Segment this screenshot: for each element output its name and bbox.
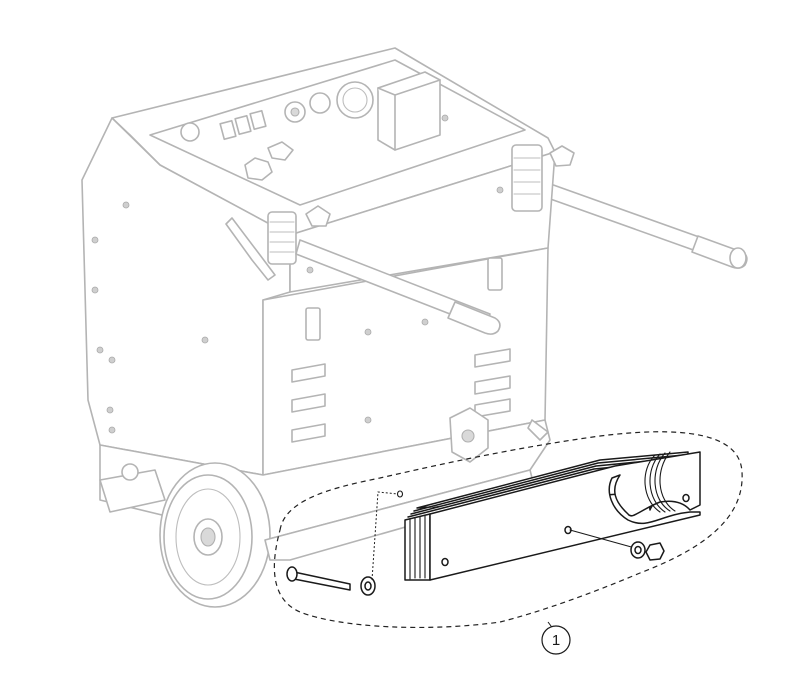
callout-1-circle <box>541 625 571 655</box>
counterweight-front-plate <box>429 451 701 581</box>
machine-ghost <box>81 47 748 608</box>
callout-1-assembly <box>273 431 743 631</box>
callout-1-label: 1 <box>552 632 560 649</box>
bolt-washer <box>286 566 376 596</box>
counterweight-stack <box>404 451 701 581</box>
callout-1: 1 <box>541 625 571 655</box>
rear-handle-right <box>541 181 748 269</box>
wheel <box>159 462 271 608</box>
dashed-outline <box>273 431 743 629</box>
washer-nut <box>569 529 665 561</box>
alignment-line <box>371 491 399 581</box>
front-handle <box>295 239 501 335</box>
